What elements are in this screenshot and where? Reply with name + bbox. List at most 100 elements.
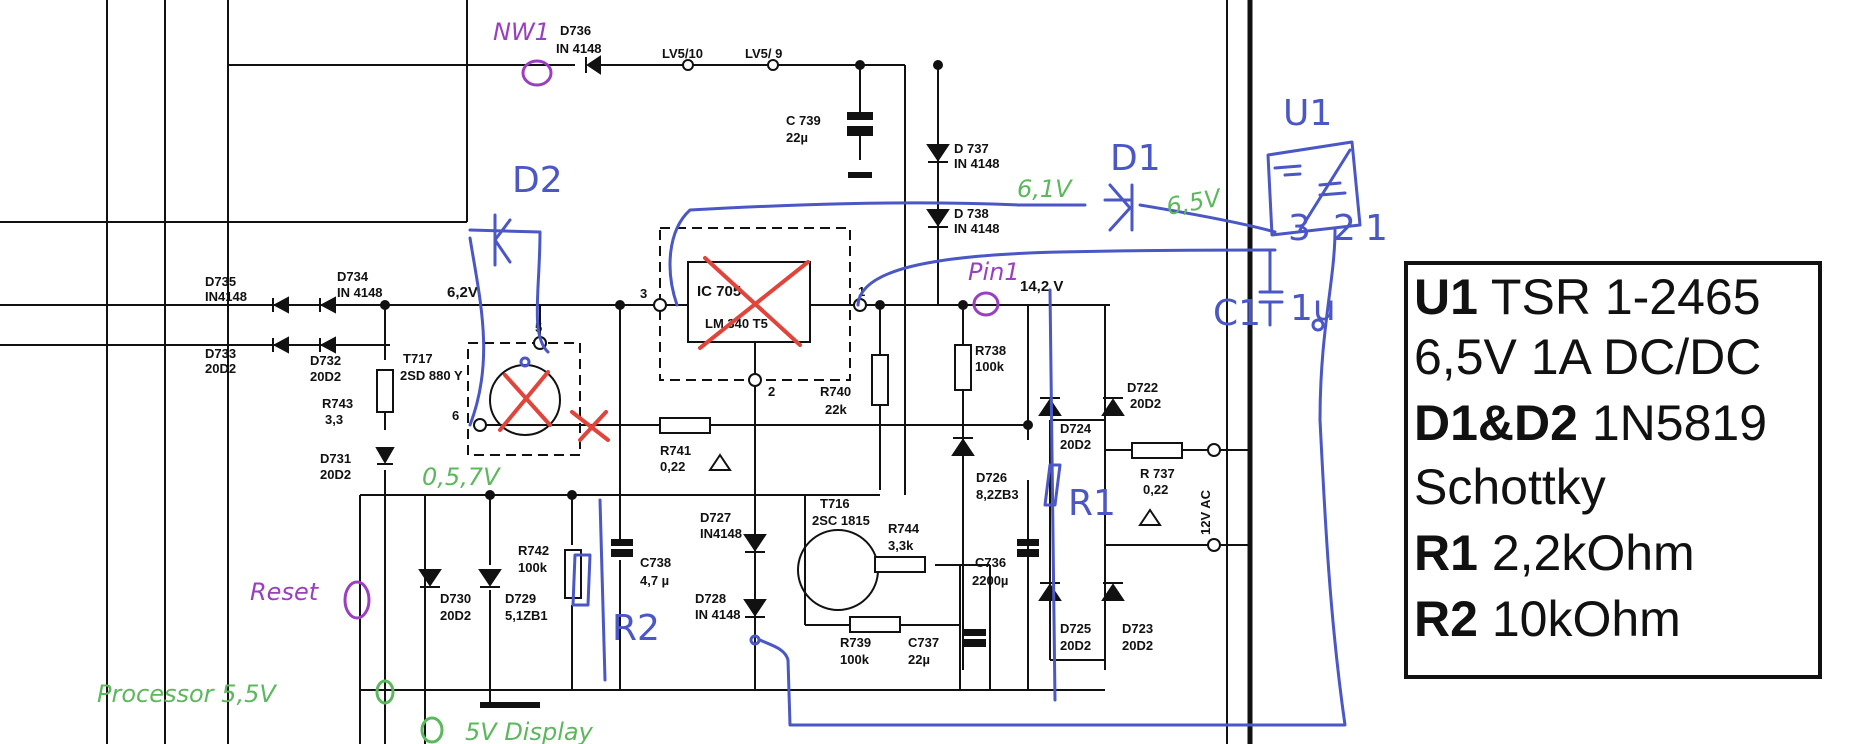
svg-text:D736: D736: [560, 23, 591, 38]
legend-u1-desc: 6,5V 1A DC/DC: [1414, 329, 1762, 385]
resistor-r738: [954, 344, 972, 391]
svg-text:R744: R744: [888, 521, 920, 536]
svg-text:5,1ZB1: 5,1ZB1: [505, 608, 548, 623]
svg-text:R740: R740: [820, 384, 851, 399]
svg-text:D 738: D 738: [954, 206, 989, 221]
svg-text:3,3: 3,3: [325, 412, 343, 427]
blue-modifications: [468, 140, 1362, 727]
diode-d731: [375, 447, 395, 465]
svg-text:R738: R738: [975, 343, 1006, 358]
svg-text:R742: R742: [518, 543, 549, 558]
svg-text:100k: 100k: [840, 652, 870, 667]
svg-text:R 737: R 737: [1140, 466, 1175, 481]
svg-text:D730: D730: [440, 591, 471, 606]
svg-text:R743: R743: [322, 396, 353, 411]
svg-text:IN 4148: IN 4148: [695, 607, 741, 622]
diode-d730: [418, 569, 442, 587]
diode-d735: [272, 296, 289, 314]
legend-r2: R2 10kOhm: [1414, 591, 1681, 647]
svg-text:C736: C736: [975, 555, 1006, 570]
svg-text:D1: D1: [1110, 138, 1161, 179]
parts-legend: U1 TSR 1-2465 6,5V 1A DC/DC D1&D2 1N5819…: [1404, 261, 1822, 679]
diode-d734: [319, 296, 336, 314]
svg-text:0,22: 0,22: [660, 459, 685, 474]
resistor-r737: [1131, 442, 1183, 459]
svg-text:IN 4148: IN 4148: [556, 41, 602, 56]
svg-text:R1: R1: [1068, 483, 1116, 524]
svg-text:2SD 880 Y: 2SD 880 Y: [400, 368, 463, 383]
svg-text:Processor 5,5V: Processor 5,5V: [97, 680, 277, 708]
diode-d723: [1101, 583, 1125, 601]
diode-d728: [743, 599, 767, 617]
svg-text:LM 340 T5: LM 340 T5: [705, 316, 768, 331]
diode-d727: [743, 534, 767, 552]
legend-u1: U1 TSR 1-2465: [1414, 269, 1761, 325]
diode-d737: [926, 144, 950, 162]
svg-text:22µ: 22µ: [908, 652, 930, 667]
svg-text:100k: 100k: [975, 359, 1005, 374]
warning-triangle-icon: [708, 453, 1162, 526]
svg-text:IN 4148: IN 4148: [954, 156, 1000, 171]
svg-text:IN4148: IN4148: [700, 526, 742, 541]
purple-annotations: NW1 Pin1 Reset: [250, 18, 1020, 620]
svg-text:IN4148: IN4148: [205, 289, 247, 304]
svg-text:22k: 22k: [825, 402, 847, 417]
svg-text:2: 2: [768, 384, 775, 399]
svg-text:D726: D726: [976, 470, 1007, 485]
svg-text:20D2: 20D2: [320, 467, 351, 482]
resistor-r744: [874, 556, 926, 573]
svg-text:D724: D724: [1060, 421, 1092, 436]
svg-text:8,2ZB3: 8,2ZB3: [976, 487, 1019, 502]
svg-text:LV5/10: LV5/10: [662, 46, 703, 61]
resistor-r743: [376, 369, 394, 413]
svg-text:D2: D2: [512, 160, 563, 201]
svg-text:T717: T717: [403, 351, 433, 366]
svg-text:C 739: C 739: [786, 113, 821, 128]
resistor-r741: [659, 417, 711, 434]
svg-text:20D2: 20D2: [205, 361, 236, 376]
svg-text:5V Display: 5V Display: [465, 718, 594, 744]
svg-text:R739: R739: [840, 635, 871, 650]
svg-text:D735: D735: [205, 274, 236, 289]
svg-text:1: 1: [1365, 208, 1388, 249]
svg-text:IC 705: IC 705: [697, 283, 741, 300]
diode-d726: [951, 438, 975, 456]
legend-diode-type: Schottky: [1414, 459, 1606, 515]
svg-text:D728: D728: [695, 591, 726, 606]
svg-text:22µ: 22µ: [786, 130, 808, 145]
svg-text:12V AC: 12V AC: [1198, 489, 1213, 535]
svg-text:20D2: 20D2: [1130, 396, 1161, 411]
svg-text:D732: D732: [310, 353, 341, 368]
svg-text:D723: D723: [1122, 621, 1153, 636]
svg-text:3: 3: [1288, 208, 1311, 249]
svg-text:D733: D733: [205, 346, 236, 361]
svg-text:C738: C738: [640, 555, 671, 570]
svg-text:D727: D727: [700, 510, 731, 525]
svg-text:T716: T716: [820, 496, 850, 511]
diode-d736: [586, 55, 601, 75]
svg-text:20D2: 20D2: [1060, 437, 1091, 452]
svg-text:2SC 1815: 2SC 1815: [812, 513, 870, 528]
svg-text:R741: R741: [660, 443, 691, 458]
svg-text:20D2: 20D2: [440, 608, 471, 623]
legend-r1: R1 2,2kOhm: [1414, 525, 1695, 581]
svg-text:NW1: NW1: [493, 18, 550, 46]
red-crossouts: [498, 256, 810, 442]
legend-diodes: D1&D2 1N5819: [1414, 395, 1768, 451]
svg-text:D731: D731: [320, 451, 351, 466]
svg-text:6,5V: 6,5V: [1164, 184, 1224, 221]
blue-annotations: D2 D1 U1 C1 1u R1 R2 3 2 1: [512, 93, 1388, 649]
svg-text:LV5/ 9: LV5/ 9: [745, 46, 782, 61]
diode-d733: [272, 336, 289, 354]
svg-text:14,2 V: 14,2 V: [1020, 278, 1063, 295]
svg-text:D725: D725: [1060, 621, 1091, 636]
svg-text:100k: 100k: [518, 560, 548, 575]
svg-text:3,3k: 3,3k: [888, 538, 914, 553]
svg-text:D729: D729: [505, 591, 536, 606]
svg-text:20D2: 20D2: [1122, 638, 1153, 653]
svg-text:R2: R2: [612, 608, 660, 649]
diode-d738: [926, 209, 950, 227]
svg-text:6,1V: 6,1V: [1017, 175, 1073, 203]
svg-text:Reset: Reset: [250, 578, 320, 606]
